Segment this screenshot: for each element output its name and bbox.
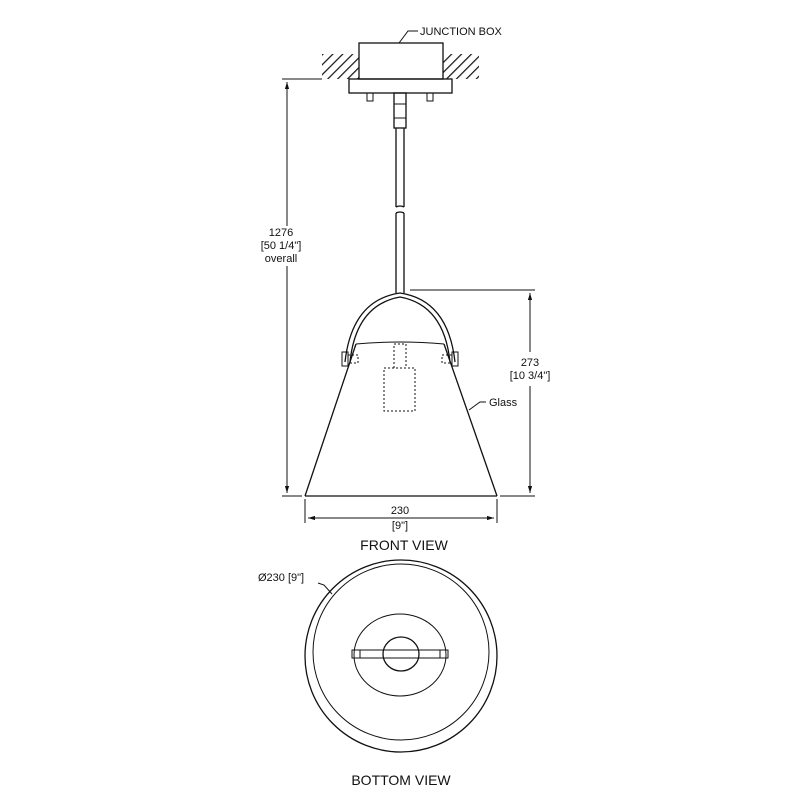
thumb-screw-left [341,351,359,367]
shade-top-opening [353,613,447,697]
canopy [348,78,453,94]
diameter-label: Ø230 [9"] [258,572,304,584]
width-mm-label: 230 [391,505,409,517]
socket-circle [382,636,420,672]
width-in-label: [9"] [392,520,408,532]
junction-box-label: JUNCTION BOX [420,26,503,38]
canopy-screw-left [366,92,374,102]
width-dimension [304,499,498,523]
ceiling-hatch-left [322,54,359,79]
shade-bottom-inner [312,563,490,741]
glass-shade [304,343,498,497]
stem-coupling [393,92,407,129]
shade-height-dimension [410,289,535,497]
stem [395,128,405,293]
shade-height-in-label: [10 3/4"] [510,370,551,382]
junction-box [358,42,444,80]
canopy-screw-right [426,92,434,102]
hidden-socket [383,343,416,412]
ceiling-hatch-right [443,54,479,79]
glass-leader [468,401,486,411]
overall-in-label: [50 1/4"] [261,240,302,252]
overall-mm-label: 1276 [269,227,293,239]
diameter-leader [317,582,333,595]
overall-word-label: overall [265,253,297,265]
hanger-loop [344,292,456,363]
junction-box-leader [398,30,418,44]
thumb-screw-right [441,351,459,367]
shade-top-rim [355,341,445,345]
bottom-view: Ø230 [9"] BOTTOM VIEW [258,559,498,788]
overall-dimension [282,78,322,497]
shade-height-mm-label: 273 [521,357,539,369]
bottom-thumb-screw-left [351,649,361,659]
bottom-view-title: BOTTOM VIEW [351,772,451,788]
shade-bottom-outer [304,559,498,753]
glass-label: Glass [489,397,518,409]
front-view: 1276 [50 1/4"] overall 273 [10 3/4"] 230… [261,26,551,553]
front-view-title: FRONT VIEW [360,537,448,553]
bottom-thumb-screw-right [439,649,449,659]
